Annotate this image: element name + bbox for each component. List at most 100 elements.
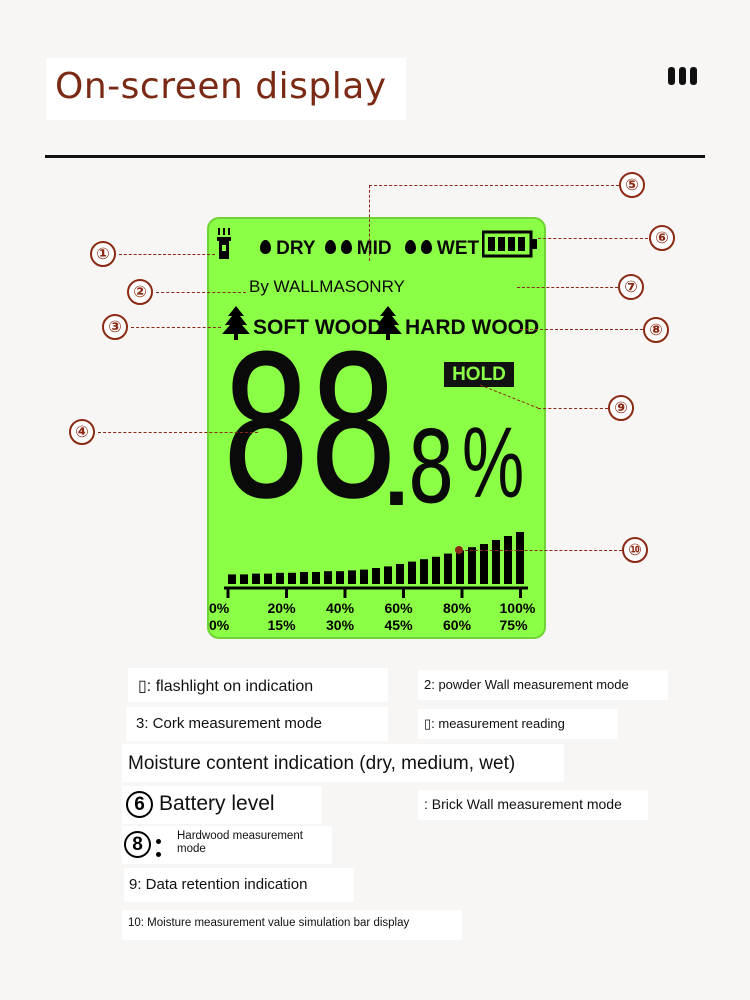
callout-3: ③ [102,314,128,340]
legend-item-3: 3: Cork measurement mode [136,715,322,732]
drop-icon [404,240,416,254]
legend-box-6 [122,786,322,824]
reading-main: 88 [220,315,399,543]
leader-7 [517,287,618,288]
callout-1: ① [90,241,116,267]
bar-segment [336,571,344,584]
scale-top-label: 80% [443,600,472,616]
bar-segment [432,556,440,584]
moisture-indicator-row: DRY MID WET [260,238,479,260]
battery-bar [508,237,515,251]
legend-num-6-circle: 6 [126,791,153,818]
drop-icon [420,240,432,254]
scale-bottom-label: 60% [443,617,472,633]
legend-item-6: Battery level [159,792,275,815]
bar-segment [228,574,236,584]
legend-box-4 [418,709,618,739]
scale-bottom-row: 0% 15% 30% 45% 60% 75% [209,617,539,635]
moisture-mid-label: MID [356,238,392,259]
bar-segment [408,561,416,584]
callout-2: ② [127,279,153,305]
legend-box-7 [418,790,648,820]
bar-segment [492,540,500,584]
legend-box-1 [128,668,388,702]
scale-top-label: 40% [326,600,355,616]
bar-segment [264,573,272,584]
brand-label: By WALLMASONRY [249,277,405,296]
scale-top-label: 60% [384,600,413,616]
legend-num-8-circle: 8 [124,831,151,858]
colon-icon [156,836,161,858]
legend-box-5 [122,744,564,782]
scale-top-row: 0% 20% 40% 60% 80% 100% [209,600,539,618]
callout-10: ⑩ [622,537,648,563]
scale-bottom-label: 30% [326,617,355,633]
moisture-dry-label: DRY [276,238,316,259]
drop-icon [260,240,271,254]
scale-bottom-label: 15% [267,617,296,633]
legend-box-3 [126,707,388,741]
legend-item-9: 9: Data retention indication [129,876,308,893]
moisture-wet-label: WET [436,238,480,259]
bar-segment [348,570,356,584]
legend-item-10: 10: Moisture measurement value simulatio… [128,917,410,929]
bar-segment [516,532,524,584]
leader-2 [156,292,246,293]
reading-dot: . [384,425,410,525]
bar-segment [372,568,380,584]
battery-bar [488,237,495,251]
bar-segment [396,564,404,584]
callout-6: ⑥ [649,225,675,251]
header-divider [45,155,705,158]
bar-segment [240,574,248,584]
bar-segment [468,547,476,584]
bar-segment [420,559,428,584]
legend-box-8 [122,826,332,864]
moisture-bar-graph [224,532,528,598]
tree-icon [374,306,402,340]
battery-bar [518,237,525,251]
soft-wood-label: SOFT WOOD [253,316,383,339]
legend-box-10 [122,910,462,940]
leader-5-vertical [369,185,370,261]
legend-item-4: ▯: measurement reading [424,716,565,731]
leader-9 [538,408,608,409]
scale-bottom-label: 75% [499,617,528,633]
leader-4 [98,432,258,433]
callout-4: ④ [69,419,95,445]
scale-bottom-label: 45% [384,617,413,633]
scale-bottom-label: 0% [209,617,230,633]
bar-segment [312,572,320,584]
callout-8: ⑧ [643,317,669,343]
legend-item-1: ▯: flashlight on indication [138,678,314,695]
bar-segment [444,553,452,584]
legend-item-5: Moisture content indication (dry, medium… [128,753,516,774]
legend-box-2 [418,670,668,700]
bar-segment [384,566,392,584]
battery-bar [498,237,505,251]
bar-segment [504,536,512,584]
bar-segment [252,573,260,584]
title-background [46,58,406,120]
menu-icon[interactable] [668,67,704,87]
drop-icon [324,240,336,254]
reading-decimal: 8 [407,409,456,526]
scale-top-label: 20% [267,600,296,616]
bar-segment [300,572,308,584]
bar-segment [288,572,296,584]
bar-segment [456,550,464,584]
page-title: On-screen display [55,66,387,107]
flashlight-icon [217,228,231,259]
tree-icon [222,306,250,340]
hard-wood-label: HARD WOOD [405,316,540,339]
scale-top-label: 100% [499,600,536,616]
reading-unit: % [462,407,525,519]
scale-top-label: 0% [209,600,230,616]
leader-3 [131,327,221,328]
bar-segment [480,544,488,584]
leader-8 [520,329,643,330]
legend-item-2: 2: powder Wall measurement mode [424,677,629,692]
callout-9: ⑨ [608,395,634,421]
leader-5 [369,185,619,186]
bar-segment [324,571,332,584]
